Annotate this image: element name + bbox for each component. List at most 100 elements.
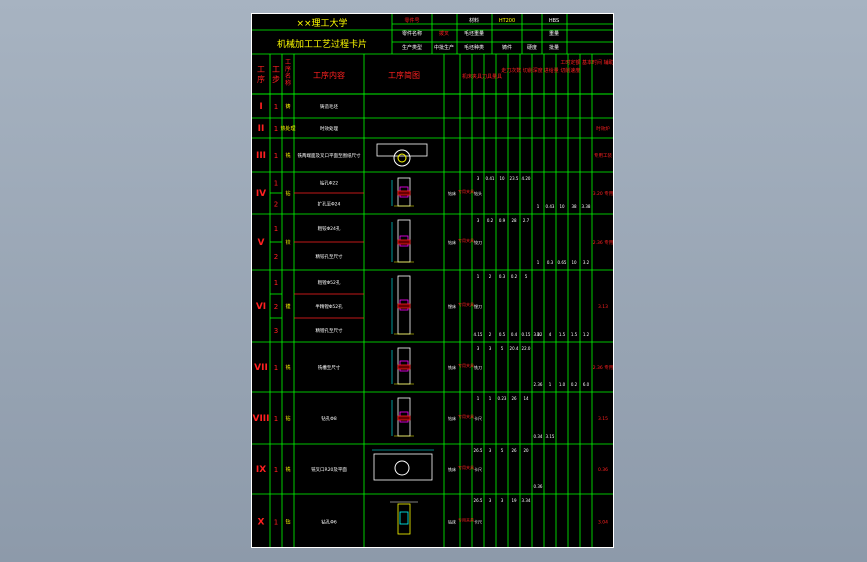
operation-name: 钻 bbox=[285, 415, 290, 422]
step-content: 钻孔Φ22 bbox=[320, 180, 338, 187]
parameter-value: 0.36 bbox=[534, 484, 543, 489]
procedure-number: I bbox=[259, 102, 262, 112]
parameter-value: 0.15 bbox=[522, 332, 531, 337]
operation-name: 热处理 bbox=[280, 125, 295, 132]
part-outline bbox=[376, 143, 428, 157]
card-title: 机械加工工艺过程卡片 bbox=[277, 38, 367, 50]
header-blank-value: 铸件 bbox=[502, 44, 512, 51]
step-content: 粗铰Φ24孔 bbox=[318, 225, 341, 232]
operation-name: 钻 bbox=[285, 519, 290, 526]
time-value: 2.36 专用 bbox=[593, 364, 613, 371]
step-number: 2 bbox=[274, 253, 278, 261]
procedure-number: IV bbox=[256, 189, 266, 199]
procedure-number: II bbox=[258, 124, 265, 134]
cut-zone bbox=[397, 190, 411, 196]
step-number: 1 bbox=[274, 466, 278, 474]
parameter-value: 3 bbox=[477, 218, 480, 223]
parameter-value: 1.5 bbox=[559, 332, 566, 337]
parameter-value: 3 bbox=[477, 176, 480, 181]
parameter-value: 10 bbox=[571, 260, 577, 265]
parameter-value: 5 bbox=[501, 346, 504, 351]
header-type-value: 中批生产 bbox=[434, 44, 454, 51]
parameter-value: 3.15 bbox=[546, 434, 555, 439]
parameter-value: 5 bbox=[525, 274, 528, 279]
col-header-cutting: 走刀次数 切削深度 bbox=[501, 67, 543, 74]
step-number: 1 bbox=[274, 225, 278, 233]
header-label-material: 材料 bbox=[469, 17, 479, 24]
parameter-value: 0.9 bbox=[499, 218, 506, 223]
col-header-time: 工时定额 基本时间 辅助时间 bbox=[560, 59, 614, 66]
col-header-operation: 称 bbox=[285, 79, 291, 87]
col-header-operation: 工 bbox=[285, 59, 291, 66]
parameter-value: 10 bbox=[559, 204, 565, 209]
step-content: 精镗孔至尺寸 bbox=[316, 327, 343, 334]
operation-name: 铰 bbox=[285, 239, 290, 246]
parameter-value: 1 bbox=[477, 396, 480, 401]
parameter-value: 0.2 bbox=[571, 382, 578, 387]
parameter-value: 28 bbox=[511, 218, 517, 223]
step-content: 铣两端面及叉口平面至图纸尺寸 bbox=[298, 152, 361, 159]
parameter-value: 2 bbox=[489, 332, 492, 337]
parameter-value: 0.34 bbox=[534, 434, 543, 439]
col-header-operation: 序 bbox=[285, 65, 291, 73]
operation-name: 铸 bbox=[285, 103, 290, 110]
step-content: 粗镗Φ52孔 bbox=[318, 279, 341, 286]
equipment-machine: 钻床 bbox=[448, 190, 456, 196]
time-value: 2.36 专用 bbox=[593, 239, 613, 246]
parameter-value: 3.02 bbox=[534, 332, 543, 337]
step-number: 1 bbox=[274, 125, 278, 133]
equipment-fixture: 专用夹具 bbox=[458, 413, 474, 419]
col-header-sketch: 工序简图 bbox=[388, 70, 420, 80]
parameter-value: 1 bbox=[537, 260, 540, 265]
procedure-number: X bbox=[258, 518, 265, 528]
equipment-tool: 铰刀 bbox=[474, 239, 482, 245]
step-number: 2 bbox=[274, 201, 278, 209]
parameter-value: 6.0 bbox=[583, 382, 590, 387]
header-label-part-no: 零件号 bbox=[404, 17, 419, 24]
equipment-machine: 铣床 bbox=[448, 466, 456, 472]
header-material-value: HT200 bbox=[499, 18, 515, 24]
step-content: 钻孔Φ6 bbox=[321, 519, 337, 526]
parameter-value: 0.3 bbox=[499, 274, 506, 279]
parameter-value: 5 bbox=[501, 448, 504, 453]
table-grid bbox=[252, 14, 613, 547]
equipment-tool: 镗刀 bbox=[474, 303, 482, 309]
equipment-machine: 钻床 bbox=[448, 519, 456, 525]
header-hardness-value: HBS bbox=[549, 18, 559, 24]
parameter-value: 1.5 bbox=[571, 332, 578, 337]
equipment-fixture: 专用夹具 bbox=[458, 517, 474, 523]
header-label-part-name: 零件名称 bbox=[402, 30, 422, 37]
bore-circle bbox=[394, 460, 410, 476]
part-section bbox=[397, 503, 411, 535]
parameter-value: 1 bbox=[549, 382, 552, 387]
step-number: 1 bbox=[274, 180, 278, 188]
parameter-value: 3 bbox=[489, 346, 492, 351]
step-content: 半精镗Φ52孔 bbox=[315, 303, 343, 310]
procedure-number: V bbox=[258, 238, 265, 248]
time-value: 专用工装 bbox=[594, 152, 612, 159]
parameter-value: 0.2 bbox=[487, 218, 494, 223]
parameter-value: 22.0 bbox=[522, 346, 531, 351]
parameter-value: 4.20 bbox=[522, 176, 531, 181]
parameter-value: 10 bbox=[499, 176, 505, 181]
parameter-value: 1 bbox=[537, 204, 540, 209]
part-outline bbox=[373, 453, 433, 481]
parameter-value: 3 bbox=[489, 498, 492, 503]
parameter-value: 3 bbox=[477, 346, 480, 351]
parameter-value: 1.0 bbox=[559, 382, 566, 387]
procedure-number: VII bbox=[254, 363, 268, 373]
step-content: 时效处理 bbox=[320, 125, 338, 132]
parameter-value: 0.23 bbox=[498, 396, 507, 401]
col-header-equipment: 机床夹具刀具量具 bbox=[462, 73, 502, 80]
procedure-number: IX bbox=[256, 465, 266, 475]
operation-name: 铣 bbox=[285, 152, 290, 159]
equipment-machine: 铣床 bbox=[448, 364, 456, 370]
school-name: ××理工大学 bbox=[296, 17, 347, 29]
step-number: 2 bbox=[274, 303, 278, 311]
parameter-value: 26 bbox=[511, 396, 517, 401]
col-header-content: 工序内容 bbox=[313, 70, 345, 80]
header-product-value: 拨叉 bbox=[439, 30, 449, 37]
